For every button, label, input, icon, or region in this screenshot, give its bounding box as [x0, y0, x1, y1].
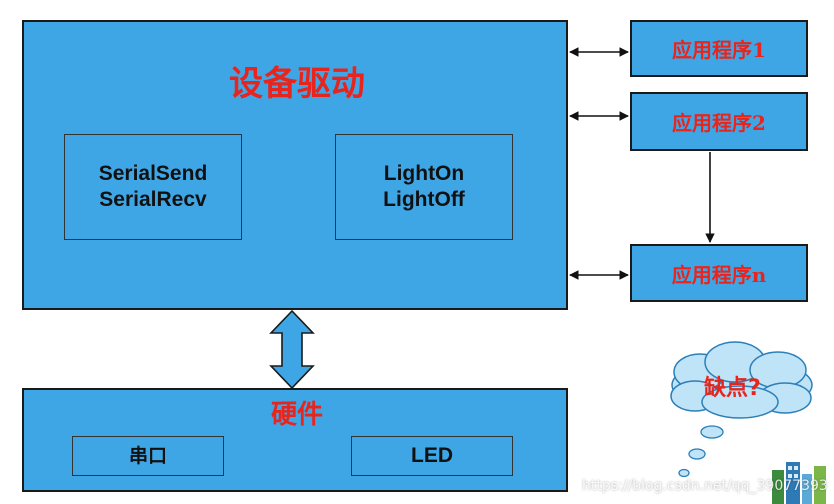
thought-cloud	[670, 341, 813, 419]
serial-send-label: SerialSend	[98, 162, 208, 185]
city-skyline-icon	[772, 462, 826, 504]
app-box-2: 应用程序2	[630, 92, 808, 151]
serial-recv-label: SerialRecv	[99, 188, 207, 211]
watermark: https://blog.csdn.net/qq_39077393	[582, 478, 828, 494]
thought-text: 缺点?	[704, 376, 761, 401]
light-functions-box: LightOn LightOff	[335, 134, 513, 240]
serial-functions-box: SerialSend SerialRecv	[64, 134, 242, 240]
serial-port-box: 串口	[72, 436, 224, 476]
double-arrow-driver-hardware	[269, 309, 315, 390]
hardware-box: 硬件 串口 LED	[22, 388, 568, 492]
light-on-label: LightOn	[383, 162, 465, 185]
light-off-label: LightOff	[383, 188, 465, 211]
thought-bubbles	[678, 425, 724, 478]
app-box-1: 应用程序1	[630, 20, 808, 77]
led-box: LED	[351, 436, 513, 476]
device-driver-title: 设备驱动	[229, 64, 365, 104]
app-box-n: 应用程序n	[630, 244, 808, 302]
hardware-title: 硬件	[270, 400, 323, 430]
led-label: LED	[411, 444, 453, 467]
serial-port-label: 串口	[128, 445, 167, 467]
device-driver-box: 设备驱动 SerialSend SerialRecv LightOn Light…	[22, 20, 568, 310]
